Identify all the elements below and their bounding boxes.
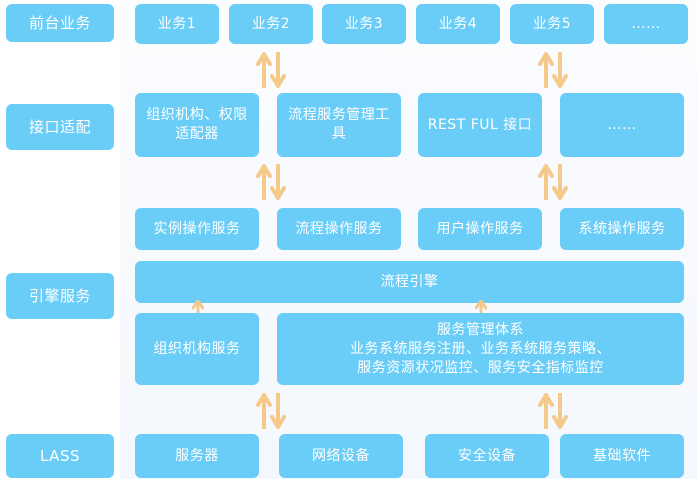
adapter-more: …… <box>560 93 684 157</box>
instance-operation-service: 实例操作服务 <box>135 208 259 250</box>
business-more: …… <box>604 4 688 44</box>
lass-security-device: 安全设备 <box>425 434 549 478</box>
double-arrow-icon <box>538 393 568 429</box>
business-2: 业务2 <box>229 4 313 44</box>
org-structure-service: 组织机构服务 <box>135 313 259 385</box>
double-arrow-icon <box>538 52 568 88</box>
business-4: 业务4 <box>416 4 500 44</box>
business-3: 业务3 <box>322 4 406 44</box>
adapter-org-permission: 组织机构、权限适配器 <box>135 93 259 157</box>
layer-label-lass: LASS <box>6 434 114 478</box>
lass-base-software: 基础软件 <box>560 434 684 478</box>
lass-network-device: 网络设备 <box>279 434 403 478</box>
service-management-system: 服务管理体系 业务系统服务注册、业务系统服务策略、 服务资源状况监控、服务安全指… <box>277 313 684 385</box>
layer-label-engine: 引擎服务 <box>6 273 114 319</box>
adapter-rest-interface: REST FUL 接口 <box>418 93 542 157</box>
mgmt-line-2: 服务资源状况监控、服务安全指标监控 <box>357 359 604 376</box>
flow-operation-service: 流程操作服务 <box>277 208 401 250</box>
double-arrow-icon <box>538 164 568 200</box>
lass-server: 服务器 <box>135 434 259 478</box>
layer-label-frontend: 前台业务 <box>6 4 114 42</box>
mgmt-line-1: 业务系统服务注册、业务系统服务策略、 <box>350 340 611 357</box>
adapter-flow-service-tool: 流程服务管理工具 <box>277 93 401 157</box>
business-5: 业务5 <box>510 4 594 44</box>
double-arrow-icon <box>256 164 286 200</box>
double-arrow-icon <box>256 52 286 88</box>
system-operation-service: 系统操作服务 <box>560 208 684 250</box>
user-operation-service: 用户操作服务 <box>418 208 542 250</box>
double-arrow-icon <box>256 393 286 429</box>
flow-engine: 流程引擎 <box>135 261 684 303</box>
layer-label-adapter: 接口适配 <box>6 104 114 150</box>
mgmt-title: 服务管理体系 <box>437 321 524 338</box>
business-1: 业务1 <box>135 4 219 44</box>
